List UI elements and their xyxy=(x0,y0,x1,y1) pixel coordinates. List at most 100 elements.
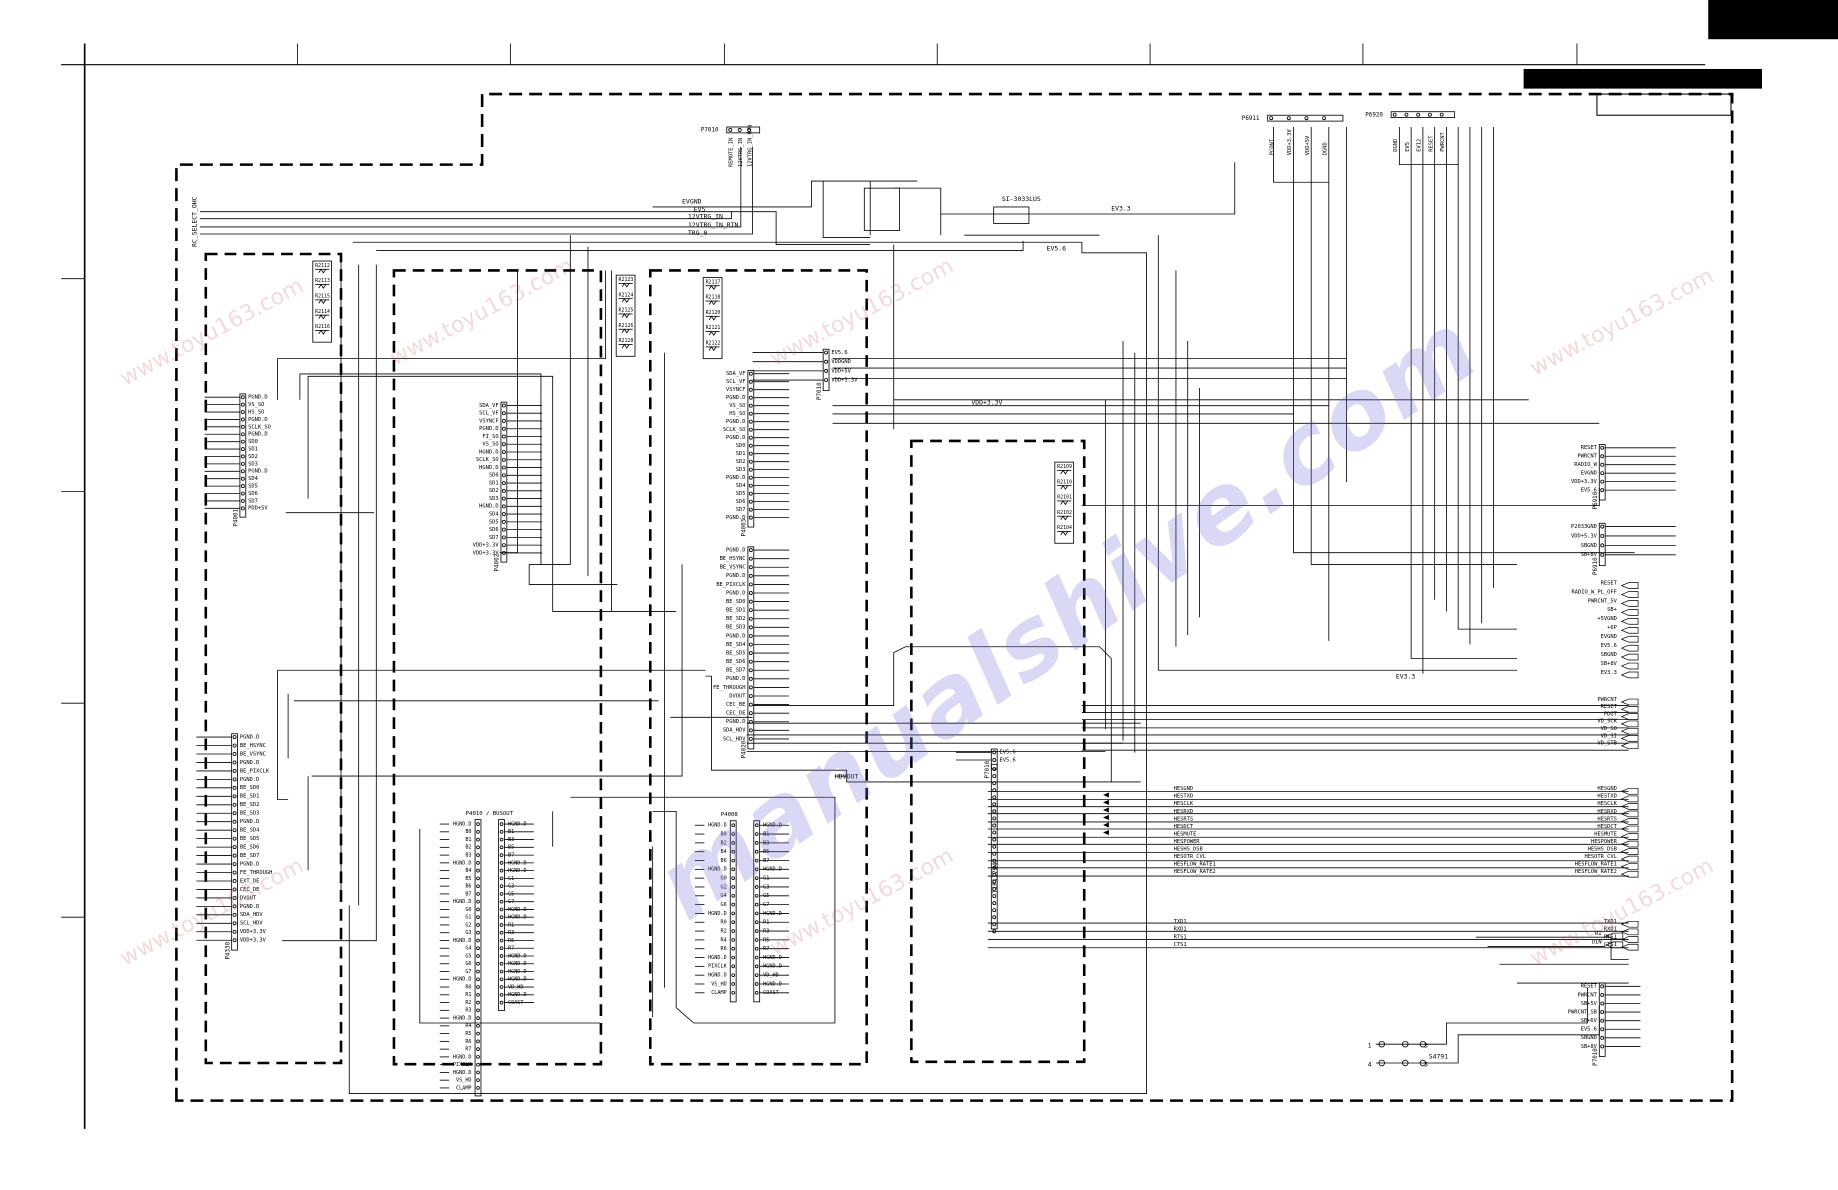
connector-pin xyxy=(748,685,753,690)
terminal-symbol xyxy=(1620,928,1639,936)
bus-pin-label: VS_HD xyxy=(711,981,727,987)
pin-label: BE_SD0 xyxy=(240,785,259,791)
connector-pin xyxy=(501,434,506,439)
connector-ref: P4003 xyxy=(742,518,748,536)
pin-label: EV5 xyxy=(1405,142,1411,152)
trg-rtn-label: 12VTRG_IN_RTN xyxy=(688,221,739,229)
pin-label: SDA_HDV xyxy=(723,728,746,734)
pin-label: HS_SO xyxy=(248,409,264,415)
pin-label: HS_SO xyxy=(729,411,745,417)
connector-pin xyxy=(748,459,753,464)
resistor-symbol xyxy=(621,297,630,303)
terminal-symbol xyxy=(1620,706,1639,713)
connector-pin xyxy=(824,359,829,364)
bus-pin-label: B0 xyxy=(465,829,471,835)
signal-label: HESOTR_CVL xyxy=(1584,854,1616,860)
resistor-ref: R2109 xyxy=(1057,464,1072,470)
signal-label: CTS1 xyxy=(1174,942,1187,948)
connector-pin xyxy=(476,853,480,857)
connector-pin xyxy=(748,435,753,440)
resistor-symbol xyxy=(1060,484,1069,490)
pin-label: BE_SD1 xyxy=(726,608,745,614)
bus-digital_left-b: HGND.DB1B3B5B7HGND.DHGND.DG1G3G5G7HGND.D… xyxy=(498,819,534,1011)
board-outline xyxy=(175,92,1734,1102)
connector-pin xyxy=(992,901,997,906)
connector-pin xyxy=(754,911,759,916)
pin-label: BE_SD0 xyxy=(726,599,745,605)
bus-pin-label: G0 xyxy=(721,876,727,882)
pin-label: SD2 xyxy=(489,488,499,494)
bus-pin-label: HGND.D xyxy=(453,899,472,905)
pin-label: DVOUT xyxy=(240,895,257,901)
connector-pin xyxy=(232,760,237,765)
connector-pin xyxy=(731,982,736,986)
signal-g2-6: VD_STB xyxy=(1597,741,1639,750)
connector-pin xyxy=(499,992,504,997)
connector-pin xyxy=(754,973,759,977)
connector-pin xyxy=(754,946,759,951)
bus-digital_right-a: HGND.DB0B2B4B6HGND.DG0G2G4G6HGND.DR0R2R4… xyxy=(694,812,738,1003)
pin-label: SCLK_SO xyxy=(723,427,746,433)
connector-pin xyxy=(748,395,753,400)
arrow-icon xyxy=(1103,814,1109,821)
connector-p4003: SDA_VFSCL_VFVSYNCFPGND.DVS_SOHS_SOPGND.D… xyxy=(723,369,790,536)
pin-label: VDD+5V xyxy=(831,368,851,374)
signal-label: RESET xyxy=(1601,580,1618,586)
connector-pin xyxy=(476,1016,480,1020)
connector-pin xyxy=(731,964,736,969)
evgnd-label: EVGND xyxy=(682,197,702,205)
signal-g1-8: SBGND xyxy=(1601,652,1639,661)
connector-pin xyxy=(731,946,736,951)
title-block-dark xyxy=(1708,0,1838,40)
connector-pin xyxy=(748,443,753,448)
connector-pin xyxy=(499,837,504,842)
signal-label: RTS1 xyxy=(1174,934,1187,940)
signal-g5-0: RI xyxy=(1595,931,1624,940)
connector-pin xyxy=(501,496,506,501)
connector-pin xyxy=(992,851,997,856)
connector-pin xyxy=(499,899,504,904)
pin-label: SD7 xyxy=(248,498,258,504)
pin-label: VDD+3.3V xyxy=(1571,479,1598,485)
terminal-symbol xyxy=(1620,720,1639,728)
connector-pin xyxy=(731,832,736,836)
connector-pin xyxy=(499,845,504,850)
pin-label: SBGND xyxy=(1581,543,1597,549)
connector-ref: P6911 xyxy=(1242,116,1260,122)
connector-pin xyxy=(501,419,506,423)
connector-pin xyxy=(754,982,759,986)
signal-label: HESFLOW_RATE2 xyxy=(1575,869,1617,875)
connector-pin xyxy=(1286,116,1291,121)
connector-pin xyxy=(754,841,759,845)
resistor-symbol xyxy=(318,268,327,274)
resistor-ref: R2117 xyxy=(706,279,721,285)
connector-pin xyxy=(748,582,753,587)
pin-label: SDA_HDV xyxy=(240,912,263,918)
connector-p7010d: RESETPWRCNTSB+5VPWRCNT_SBSB+6VEV5.6SBGND… xyxy=(1568,982,1641,1066)
signal-g2-3: VD_SCK xyxy=(1597,719,1639,728)
pin-label: PGND.D xyxy=(240,777,259,783)
terminal-symbol xyxy=(1620,818,1639,825)
resistor-symbol xyxy=(1060,469,1069,475)
connector-pin xyxy=(476,954,480,958)
connector-pin xyxy=(476,876,480,881)
bus-pin-label: R6 xyxy=(721,946,727,952)
signal-g1-10: EV3.3 xyxy=(1601,670,1639,679)
pin-label: EV5.6 xyxy=(1581,488,1597,494)
signal-label: HESDCT xyxy=(1597,824,1617,830)
connector-pin xyxy=(476,985,480,989)
connector-pin xyxy=(754,955,759,960)
pin-label: BE_PIXCLK xyxy=(240,768,270,774)
pin-label: SCL_HDV xyxy=(723,736,746,742)
signal-label: TXD1 xyxy=(1604,919,1617,925)
signal-label: HESFLOW_RATE1 xyxy=(1174,861,1216,867)
terminal-symbol xyxy=(1620,870,1639,878)
pin-label: PWRCNT xyxy=(1577,454,1597,460)
connector-pin xyxy=(240,402,245,407)
bus-pin-label: HGND.D xyxy=(453,1070,472,1076)
pin-label: HGND.D xyxy=(479,465,498,471)
